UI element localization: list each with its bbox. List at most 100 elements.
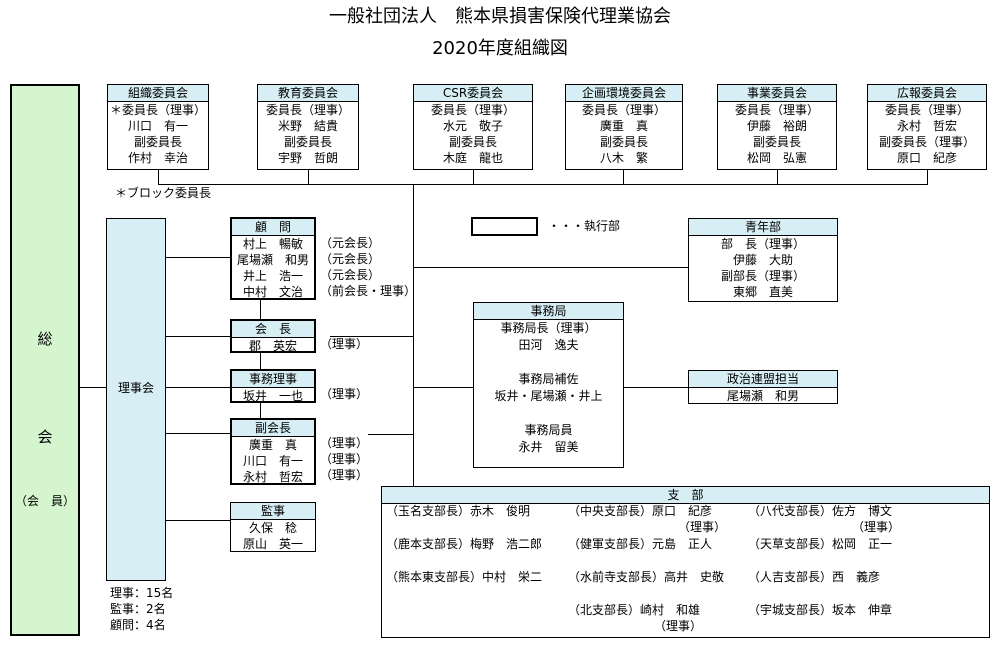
kanji-title: 監事 bbox=[231, 503, 315, 520]
komon-box: 顧 問 村上 暢敏 尾場瀬 和男 井上 浩一 中村 文治 bbox=[230, 217, 316, 300]
jimukyoku-line: 事務局員 bbox=[524, 423, 573, 437]
seiji-member: 尾場瀬 和男 bbox=[726, 389, 799, 403]
komon-note: （元会長） bbox=[320, 268, 381, 282]
committee-line: 副委員長（理事） bbox=[878, 135, 975, 149]
jimuriji-box: 事務理事 坂井 一也 bbox=[230, 369, 316, 403]
seiji-title: 政治連盟担当 bbox=[689, 371, 837, 388]
kanji-box: 監事 久保 稔 原山 英一 bbox=[230, 502, 316, 552]
seinenbu-box: 青年部 部 長（理事） 伊藤 大助 副部長（理事） 東郷 直美 bbox=[688, 218, 838, 302]
seinenbu-line: 東郷 直美 bbox=[732, 285, 793, 299]
branch-note: （理事） bbox=[678, 520, 727, 534]
committee-line: 松岡 弘憲 bbox=[746, 151, 807, 165]
committee-line: 委員長（理事） bbox=[884, 103, 969, 117]
committee-line: 委員長（理事） bbox=[430, 103, 515, 117]
jimukyoku-line: 坂井・尾場瀬・井上 bbox=[494, 389, 603, 403]
committee-jigyo: 事業委員会 委員長（理事） 伊藤 裕朗 副委員長 松岡 弘憲 bbox=[717, 84, 837, 170]
branch-entry: （中央支部長）原口 紀彦 bbox=[568, 504, 713, 518]
legend-text: ・・・執行部 bbox=[548, 219, 621, 233]
sokai-char2: 会 bbox=[37, 428, 53, 446]
committee-kikaku: 企画環境委員会 委員長（理事） 廣重 真 副委員長 八木 繁 bbox=[565, 84, 683, 170]
committee-line: 宇野 哲朗 bbox=[277, 151, 338, 165]
jimuriji-note: （理事） bbox=[320, 387, 369, 401]
count-komon: 顧問：4名 bbox=[110, 618, 166, 632]
branch-entry: （水前寺支部長）高井 史敬 bbox=[568, 570, 725, 584]
committee-line: 作村 幸治 bbox=[127, 151, 188, 165]
kanji-member: 原山 英一 bbox=[242, 537, 303, 551]
fukukaicho-title: 副会長 bbox=[232, 420, 314, 437]
committee-koho: 広報委員会 委員長（理事） 永村 哲宏 副委員長（理事） 原口 紀彦 bbox=[867, 84, 987, 170]
komon-member: 尾場瀬 和男 bbox=[236, 253, 309, 267]
block-note: ＊ブロック委員長 bbox=[115, 186, 212, 200]
komon-note: （元会長） bbox=[320, 252, 381, 266]
branch-entry: （宇城支部長）坂本 伸章 bbox=[748, 603, 893, 617]
committee-line: 副委員長 bbox=[599, 135, 648, 149]
jimukyoku-line: 事務局長（理事） bbox=[500, 321, 597, 335]
branch-note: （理事） bbox=[852, 520, 901, 534]
org-title: 一般社団法人 熊本県損害保険代理業協会 bbox=[329, 6, 671, 27]
fukukaicho-box: 副会長 廣重 真 川口 有一 永村 哲宏 bbox=[230, 418, 316, 485]
jimuriji-title: 事務理事 bbox=[232, 371, 314, 388]
branch-entry: （八代支部長）佐方 博文 bbox=[748, 504, 893, 518]
kanji-member: 久保 稔 bbox=[248, 521, 297, 535]
committee-name: CSR委員会 bbox=[414, 85, 532, 102]
committee-line: 水元 敬子 bbox=[442, 119, 503, 133]
komon-member: 井上 浩一 bbox=[242, 269, 303, 283]
committee-soshiki: 組織委員会 ＊委員長（理事） 川口 有一 副委員長 作村 幸治 bbox=[107, 84, 209, 170]
branch-entry: （玉名支部長）赤木 俊明 bbox=[386, 504, 531, 518]
jimukyoku-line: 永井 留美 bbox=[518, 440, 579, 454]
seinenbu-title: 青年部 bbox=[689, 219, 837, 236]
committee-kyoiku: 教育委員会 委員長（理事） 米野 結貴 副委員長 宇野 哲朗 bbox=[257, 84, 359, 170]
komon-note: （前会長・理事） bbox=[320, 284, 417, 298]
committee-line: 伊藤 裕朗 bbox=[746, 119, 807, 133]
committee-line: 副委員長 bbox=[752, 135, 801, 149]
jimukyoku-line: 事務局補佐 bbox=[518, 372, 579, 386]
branch-entry: （鹿本支部長）梅野 浩二郎 bbox=[386, 537, 543, 551]
seinenbu-line: 伊藤 大助 bbox=[732, 253, 793, 267]
sokai-box: 総 会 （会 員） bbox=[10, 84, 80, 636]
jimukyoku-title: 事務局 bbox=[474, 303, 623, 320]
kaicho-title: 会 長 bbox=[232, 321, 314, 338]
shibu-box: 支 部 （玉名支部長）赤木 俊明 （鹿本支部長）梅野 浩二郎 （熊本東支部長）中… bbox=[381, 486, 990, 638]
legend-box bbox=[471, 217, 538, 236]
komon-member: 中村 文治 bbox=[242, 285, 303, 299]
kaicho-note: （理事） bbox=[320, 337, 369, 351]
committee-line: 委員長（理事） bbox=[581, 103, 666, 117]
jimukyoku-box: 事務局 事務局長（理事） 田河 逸夫 事務局補佐 坂井・尾場瀬・井上 事務局員 … bbox=[473, 302, 624, 468]
committee-name: 事業委員会 bbox=[718, 85, 836, 102]
branch-entry: （北支部長）崎村 和雄 bbox=[568, 603, 701, 617]
fukukaicho-member: 廣重 真 bbox=[248, 438, 297, 452]
komon-title: 顧 問 bbox=[232, 219, 314, 236]
jimukyoku-line: 田河 逸夫 bbox=[518, 338, 579, 352]
seiji-box: 政治連盟担当 尾場瀬 和男 bbox=[688, 370, 838, 404]
branch-entry: （人吉支部長）西 義彦 bbox=[748, 570, 881, 584]
kaicho-box: 会 長 郡 英宏 bbox=[230, 319, 316, 353]
committee-line: 委員長（理事） bbox=[734, 103, 819, 117]
committee-line: 米野 結貴 bbox=[277, 119, 338, 133]
rijikai-label: 理事会 bbox=[117, 381, 154, 395]
committee-line: 副委員長 bbox=[448, 135, 497, 149]
branch-entry: （健軍支部長）元島 正人 bbox=[568, 537, 713, 551]
count-kanji: 監事：2名 bbox=[110, 602, 166, 616]
komon-member: 村上 暢敏 bbox=[242, 237, 303, 251]
jimukyoku-line bbox=[474, 405, 623, 422]
committee-line: 副委員長 bbox=[283, 135, 332, 149]
committee-line: ＊委員長（理事） bbox=[109, 103, 206, 117]
rijikai-box: 理事会 bbox=[106, 218, 166, 581]
committee-line: 八木 繁 bbox=[599, 151, 648, 165]
committee-line: 原口 紀彦 bbox=[896, 151, 957, 165]
committee-line: 廣重 真 bbox=[599, 119, 648, 133]
fukukaicho-note: （理事） bbox=[320, 436, 369, 450]
committee-name: 企画環境委員会 bbox=[566, 85, 682, 102]
fukukaicho-note: （理事） bbox=[320, 452, 369, 466]
sokai-members: （会 員） bbox=[14, 494, 75, 508]
fukukaicho-member: 川口 有一 bbox=[242, 454, 303, 468]
count-riji: 理事：15名 bbox=[110, 586, 174, 600]
fukukaicho-note: （理事） bbox=[320, 468, 369, 482]
committee-name: 広報委員会 bbox=[868, 85, 986, 102]
committee-line: 川口 有一 bbox=[127, 119, 188, 133]
branch-entry: （天草支部長）松岡 正一 bbox=[748, 537, 893, 551]
committee-line: 委員長（理事） bbox=[265, 103, 350, 117]
fukukaicho-member: 永村 哲宏 bbox=[242, 470, 303, 484]
branch-note: （理事） bbox=[654, 619, 703, 633]
committee-name: 教育委員会 bbox=[258, 85, 358, 102]
